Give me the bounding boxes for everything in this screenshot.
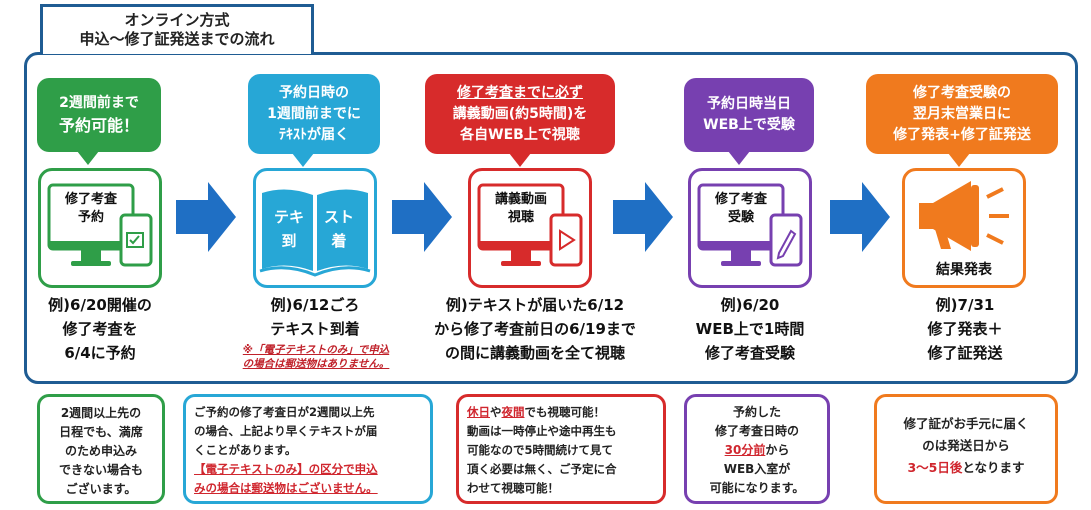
monitor-phone-play-icon: [477, 183, 583, 267]
step3-icon-box: 講義動画 視聴: [468, 168, 592, 288]
step1-bubble-line2: 予約可能！: [58, 115, 139, 135]
step2-bubble-line3: ﾃｷｽﾄが届く: [279, 126, 349, 143]
step2-icon-label: テキ スト 到 着: [273, 208, 354, 250]
step1-icon-label: 修了考査 予約: [64, 192, 117, 225]
header-tab: オンライン方式 申込～修了証発送までの流れ: [40, 4, 314, 54]
note-card-2: ご予約の修了考査日が2週間以上先 の場合、上記より早くテキストが届 くことがあり…: [183, 394, 433, 504]
flow-arrow-4: [830, 182, 890, 252]
step5-bubble-line2: 翌月末営業日に: [913, 105, 1011, 122]
open-book-icon: [259, 189, 371, 277]
step5-bubble: 修了考査受験の 翌月末営業日に 修了発表+修了証発送: [866, 74, 1058, 167]
flow-arrow-2: [392, 182, 452, 252]
header-title-1: オンライン方式: [124, 11, 230, 29]
step3-icon-label: 講義動画 視聴: [494, 192, 547, 225]
step5-caption: 例)7/31 修了発表＋ 修了証発送: [927, 296, 1003, 362]
flow-arrow-3: [613, 182, 673, 252]
monitor-phone-pencil-icon: [697, 183, 803, 267]
step2-bubble-line1: 予約日時の: [279, 84, 349, 101]
step4-bubble: 予約日時当日 WEB上で受験: [684, 78, 814, 165]
step5-icon-box: 結果発表: [902, 168, 1026, 288]
step3-bubble-line1: 修了考査までに必ず: [457, 84, 583, 101]
step4-caption: 例)6/20 WEB上で1時間 修了考査受験: [695, 296, 805, 362]
step1-bubble: 2週間前まで 予約可能！: [37, 78, 161, 165]
step3-bubble-line3: 各自WEB上で視聴: [460, 126, 580, 143]
step2-caption: 例)6/12ごろ テキスト到着: [270, 296, 360, 338]
flow-arrow-1: [176, 182, 236, 252]
step2-bubble: 予約日時の 1週間前までに ﾃｷｽﾄが届く: [248, 74, 380, 167]
step1-bubble-line1: 2週間前まで: [59, 94, 139, 111]
step4-bubble-line1: 予約日時当日: [707, 96, 791, 112]
step5-icon-label: 結果発表: [936, 262, 992, 278]
step4-icon-box: 修了考査 受験: [688, 168, 812, 288]
step2-bubble-line2: 1週間前までに: [267, 105, 361, 122]
step2-note: ※「電子テキストのみ」で申込 の場合は郵送物はありません。: [242, 344, 390, 370]
note-card-4: 予約した 修了考査日時の 30分前から WEB入室が 可能になります。: [684, 394, 830, 504]
step1-icon-box: 修了考査 予約: [38, 168, 162, 288]
header-title-2: 申込～修了証発送までの流れ: [79, 30, 275, 48]
step5-bubble-line3: 修了発表+修了証発送: [893, 126, 1031, 143]
megaphone-icon: [919, 181, 1009, 251]
note-card-3: 休日や夜間でも視聴可能！ 動画は一時停止や途中再生も 可能なので5時間続けて見て…: [456, 394, 666, 504]
step5-bubble-line1: 修了考査受験の: [913, 84, 1011, 101]
step1-caption: 例)6/20開催の 修了考査を 6/4に予約: [48, 296, 152, 362]
step3-bubble: 修了考査までに必ず 講義動画(約5時間)を 各自WEB上で視聴: [425, 74, 615, 167]
note-card-1: 2週間以上先の 日程でも、満席 のため申込み できない場合も ございます。: [37, 394, 165, 504]
flow-frame: [24, 52, 1078, 384]
step3-caption: 例)テキストが届いた6/12 から修了考査前日の6/19まで の間に講義動画を全…: [434, 296, 636, 362]
step4-bubble-line2: WEB上で受験: [703, 117, 795, 133]
step2-icon-box: テキ スト 到 着: [253, 168, 377, 288]
monitor-phone-check-icon: [47, 183, 153, 267]
step4-icon-label: 修了考査 受験: [714, 192, 767, 225]
note-card-5: 修了証がお手元に届く のは発送日から 3～5日後となります: [874, 394, 1058, 504]
step3-bubble-line2: 講義動画(約5時間)を: [452, 105, 588, 122]
